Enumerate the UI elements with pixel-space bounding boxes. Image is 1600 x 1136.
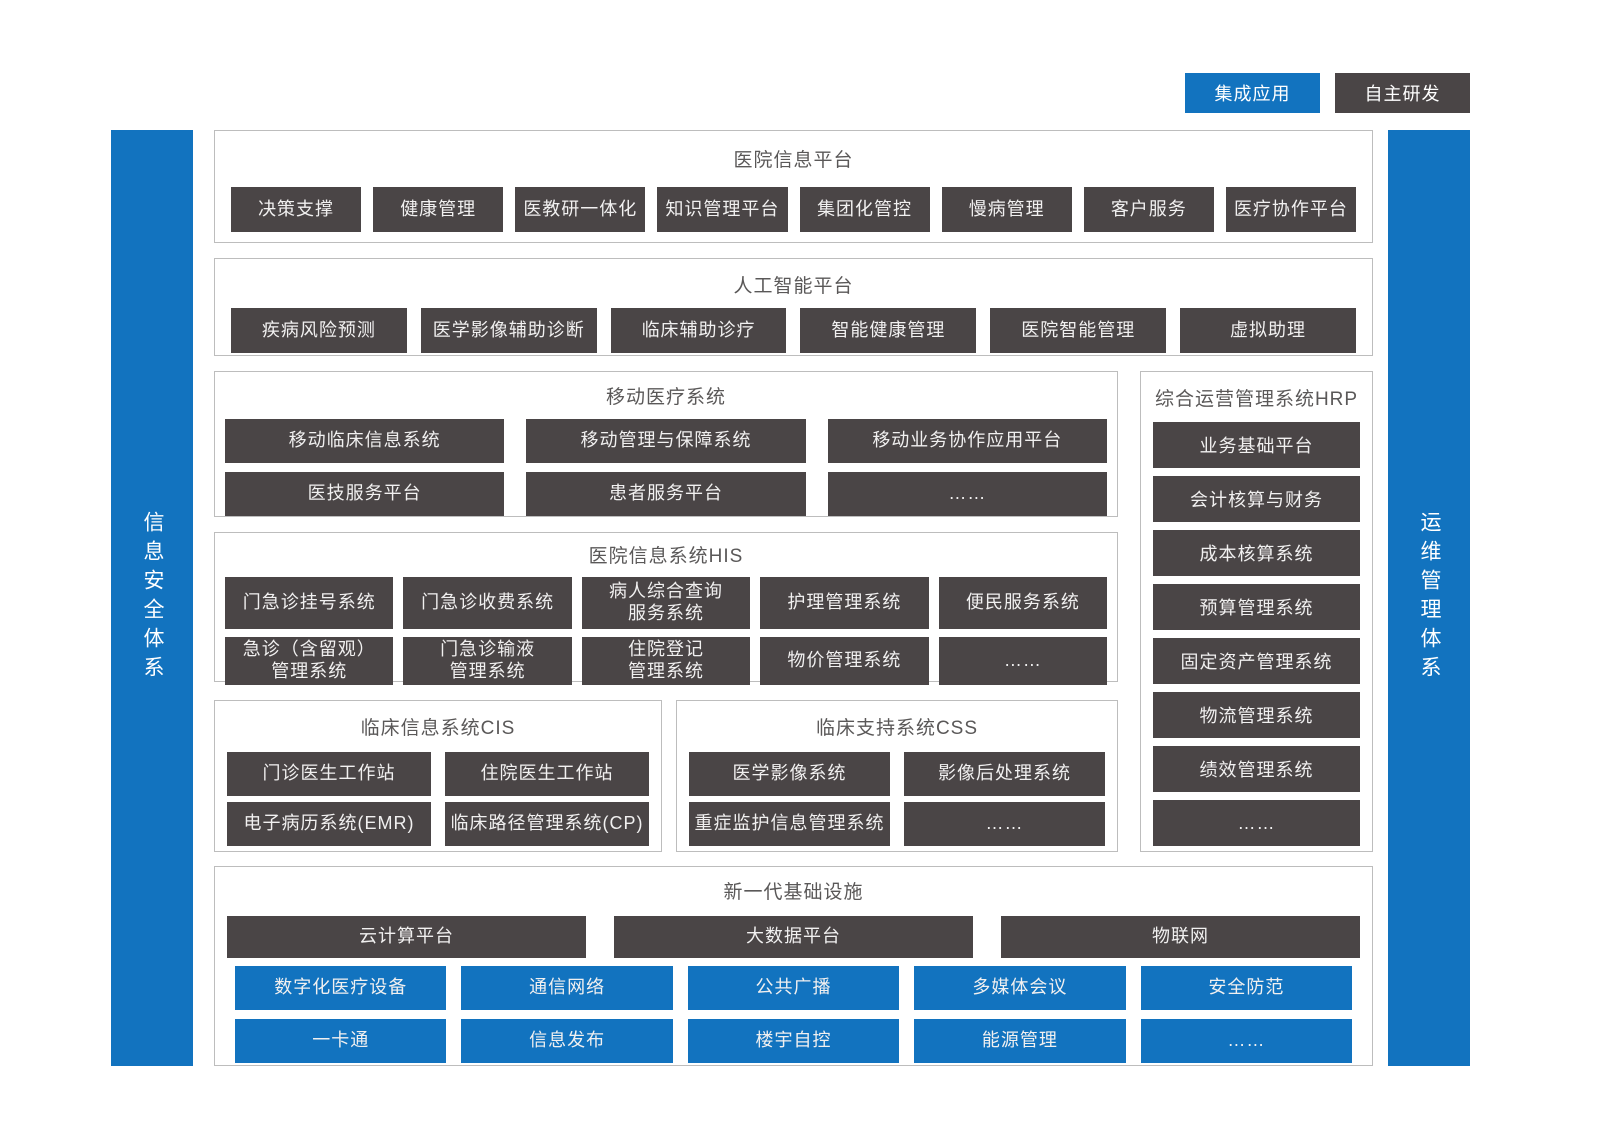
infra-blue-row: 一卡通 信息发布 楼宇自控 能源管理 …… <box>235 1019 1353 1063</box>
platform-row: 决策支撑 健康管理 医教研一体化 知识管理平台 集团化管控 慢病管理 客户服务 … <box>231 187 1356 232</box>
right-bar-operations-management: 运维管理体系 <box>1388 130 1470 1066</box>
section-mobile-medical: 移动医疗系统 移动临床信息系统 移动管理与保障系统 移动业务协作应用平台 医技服… <box>214 371 1118 517</box>
cis-row: 门诊医生工作站 住院医生工作站 <box>227 752 649 796</box>
css-row: 医学影像系统 影像后处理系统 <box>689 752 1105 796</box>
system-box: 数字化医疗设备 <box>235 966 447 1010</box>
section-his: 医院信息系统HIS 门急诊挂号系统 门急诊收费系统 病人综合查询 服务系统 护理… <box>214 532 1118 685</box>
system-box: 物价管理系统 <box>760 637 929 685</box>
system-box: 云计算平台 <box>227 916 586 958</box>
system-box: 重症监护信息管理系统 <box>689 802 890 846</box>
infra-blue-row: 数字化医疗设备 通信网络 公共广播 多媒体会议 安全防范 <box>235 966 1353 1010</box>
system-box: 病人综合查询 服务系统 <box>581 577 751 629</box>
legend-integrated-application: 集成应用 <box>1185 73 1320 113</box>
section-hrp: 综合运营管理系统HRP 业务基础平台 会计核算与财务 成本核算系统 预算管理系统… <box>1140 371 1373 852</box>
system-box: 电子病历系统(EMR) <box>227 802 431 846</box>
system-box: 健康管理 <box>373 187 504 232</box>
system-box: …… <box>827 472 1107 516</box>
system-box: 患者服务平台 <box>526 472 806 516</box>
system-box: 医技服务平台 <box>225 472 505 516</box>
system-box: …… <box>1153 800 1360 846</box>
system-box: 移动业务协作应用平台 <box>827 419 1107 463</box>
left-bar-information-security: 信息安全体系 <box>111 130 193 1066</box>
section-css: 临床支持系统CSS 医学影像系统 影像后处理系统 重症监护信息管理系统 …… <box>676 700 1118 852</box>
section-ai-platform: 人工智能平台 疾病风险预测 医学影像辅助诊断 临床辅助诊疗 智能健康管理 医院智… <box>214 258 1373 356</box>
system-box: 住院登记 管理系统 <box>581 637 751 685</box>
system-box: 门急诊收费系统 <box>403 577 572 629</box>
system-box: 楼宇自控 <box>687 1019 900 1063</box>
system-box: 绩效管理系统 <box>1153 746 1360 792</box>
system-box: 住院医生工作站 <box>445 752 649 796</box>
system-box: 通信网络 <box>461 966 673 1010</box>
system-box: 集团化管控 <box>799 187 930 232</box>
system-box: 医学影像系统 <box>689 752 890 796</box>
system-box: 公共广播 <box>687 966 900 1010</box>
system-box: …… <box>1140 1019 1353 1063</box>
system-box: …… <box>904 802 1105 846</box>
system-box: 决策支撑 <box>231 187 362 232</box>
system-box: 临床路径管理系统(CP) <box>445 802 649 846</box>
ai-row: 疾病风险预测 医学影像辅助诊断 临床辅助诊疗 智能健康管理 医院智能管理 虚拟助… <box>231 308 1356 353</box>
system-box: …… <box>938 637 1108 685</box>
system-box: 知识管理平台 <box>657 187 788 232</box>
system-box: 门急诊输液 管理系统 <box>403 637 572 685</box>
system-box: 虚拟助理 <box>1180 308 1356 353</box>
section-title: 新一代基础设施 <box>723 882 864 903</box>
system-box: 大数据平台 <box>614 916 973 958</box>
system-box: 多媒体会议 <box>914 966 1126 1010</box>
cis-row: 电子病历系统(EMR) 临床路径管理系统(CP) <box>227 802 649 846</box>
system-box: 一卡通 <box>235 1019 447 1063</box>
system-box: 移动临床信息系统 <box>225 419 505 463</box>
system-box: 客户服务 <box>1083 187 1214 232</box>
section-infrastructure: 新一代基础设施 云计算平台 大数据平台 物联网 数字化医疗设备 通信网络 公共广… <box>214 866 1373 1066</box>
system-box: 会计核算与财务 <box>1153 476 1360 522</box>
left-bar-label: 信息安全体系 <box>141 511 164 685</box>
section-title: 临床信息系统CIS <box>360 718 516 739</box>
system-box: 便民服务系统 <box>938 577 1108 629</box>
section-title: 医院信息系统HIS <box>588 546 744 567</box>
system-box: 预算管理系统 <box>1153 584 1360 630</box>
system-box: 固定资产管理系统 <box>1153 638 1360 684</box>
system-box: 安全防范 <box>1140 966 1353 1010</box>
section-title: 人工智能平台 <box>733 276 854 297</box>
section-title: 移动医疗系统 <box>605 387 726 408</box>
system-box: 医学影像辅助诊断 <box>420 308 597 353</box>
system-box: 移动管理与保障系统 <box>526 419 806 463</box>
system-box: 能源管理 <box>914 1019 1126 1063</box>
his-row: 急诊（含留观） 管理系统 门急诊输液 管理系统 住院登记 管理系统 物价管理系统… <box>225 637 1108 685</box>
system-box: 护理管理系统 <box>760 577 929 629</box>
section-title: 临床支持系统CSS <box>815 718 979 739</box>
system-box: 医教研一体化 <box>515 187 646 232</box>
system-box: 成本核算系统 <box>1153 530 1360 576</box>
system-box: 影像后处理系统 <box>904 752 1105 796</box>
system-box: 急诊（含留观） 管理系统 <box>225 637 394 685</box>
system-box: 物联网 <box>1001 916 1360 958</box>
infra-dark-row: 云计算平台 大数据平台 物联网 <box>227 916 1360 958</box>
system-box: 信息发布 <box>461 1019 673 1063</box>
system-box: 医院智能管理 <box>990 308 1167 353</box>
section-hospital-info-platform: 医院信息平台 决策支撑 健康管理 医教研一体化 知识管理平台 集团化管控 慢病管… <box>214 130 1373 243</box>
legend-self-developed: 自主研发 <box>1335 73 1470 113</box>
system-box: 门诊医生工作站 <box>227 752 431 796</box>
system-box: 物流管理系统 <box>1153 692 1360 738</box>
section-cis: 临床信息系统CIS 门诊医生工作站 住院医生工作站 电子病历系统(EMR) 临床… <box>214 700 662 852</box>
system-box: 业务基础平台 <box>1153 422 1360 468</box>
system-box: 慢病管理 <box>941 187 1072 232</box>
system-box: 临床辅助诊疗 <box>610 308 787 353</box>
section-title: 综合运营管理系统HRP <box>1154 389 1359 410</box>
system-box: 门急诊挂号系统 <box>225 577 394 629</box>
system-box: 医疗协作平台 <box>1225 187 1356 232</box>
mobile-row: 移动临床信息系统 移动管理与保障系统 移动业务协作应用平台 <box>225 419 1107 463</box>
his-row: 门急诊挂号系统 门急诊收费系统 病人综合查询 服务系统 护理管理系统 便民服务系… <box>225 577 1108 629</box>
system-box: 疾病风险预测 <box>231 308 407 353</box>
section-title: 医院信息平台 <box>733 150 854 171</box>
right-bar-label: 运维管理体系 <box>1418 511 1441 685</box>
css-row: 重症监护信息管理系统 …… <box>689 802 1105 846</box>
system-box: 智能健康管理 <box>800 308 977 353</box>
mobile-row: 医技服务平台 患者服务平台 …… <box>225 472 1107 516</box>
